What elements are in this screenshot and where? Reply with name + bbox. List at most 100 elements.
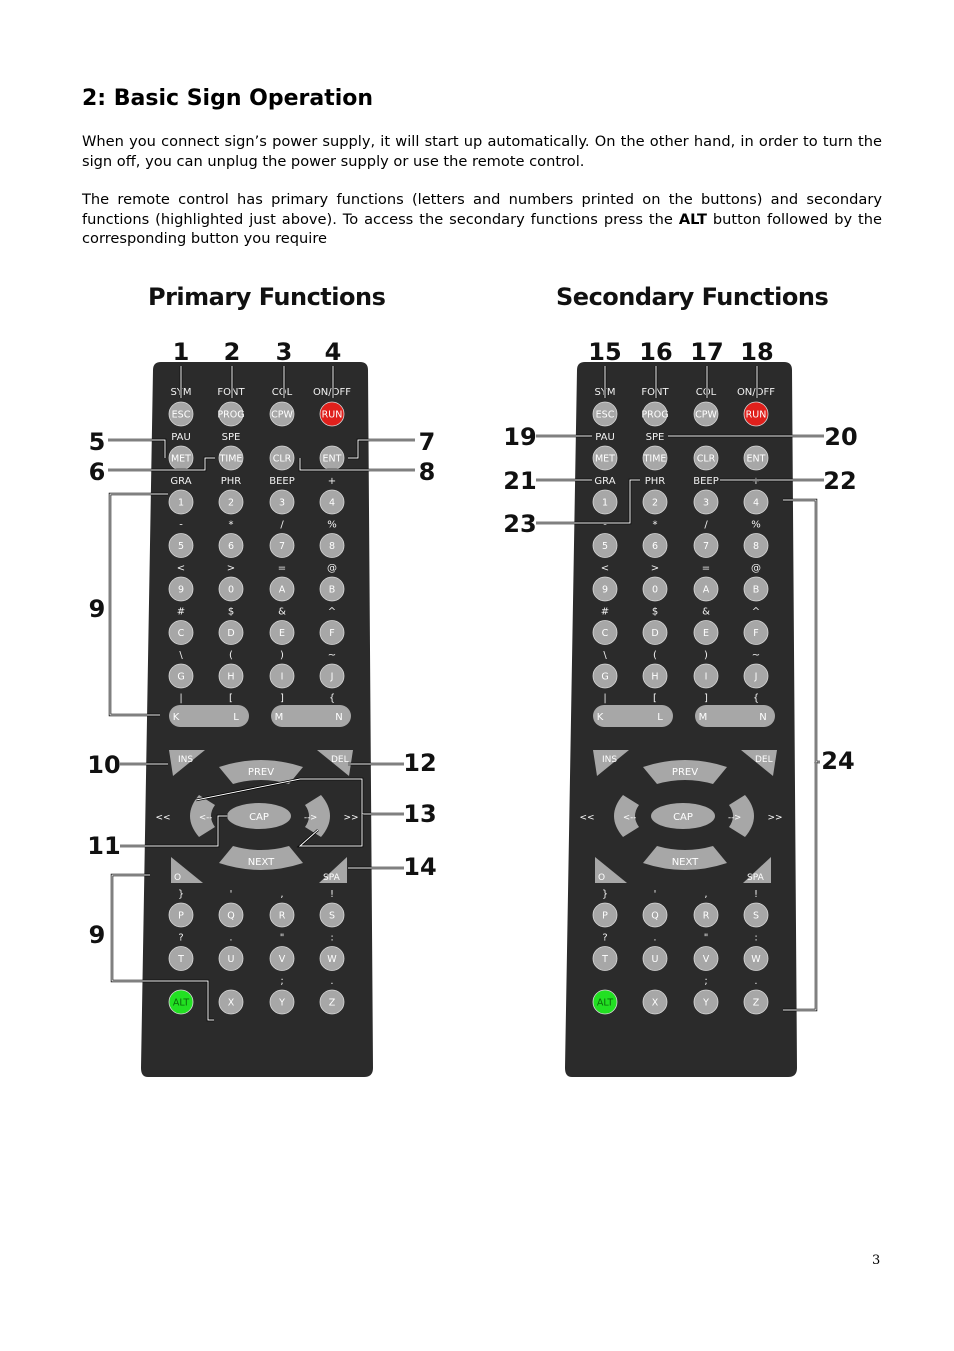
secondary-met-button-text: MET (595, 454, 615, 465)
secondary-label-question: ? (602, 933, 607, 944)
callout-18: 18 (740, 338, 773, 366)
primary-functions-title: Primary Functions (148, 283, 386, 311)
primary-label-quote: ' (230, 889, 233, 900)
secondary-key-alt (592, 989, 618, 1015)
secondary-right-button (729, 795, 754, 837)
secondary-label-lparen: ( (653, 650, 657, 661)
primary-mn-button (271, 705, 351, 727)
secondary-label-lbracket: [ (653, 693, 657, 704)
callout-17: 17 (690, 338, 723, 366)
primary-label-at: @ (327, 563, 337, 574)
primary-label-spe: SPE (222, 432, 241, 443)
callout-10: 10 (87, 751, 120, 779)
secondary-key-i (693, 663, 719, 689)
callout-22: 23 (503, 510, 536, 538)
secondary-key-6-text: 6 (652, 541, 658, 552)
secondary-key-v-text: V (703, 954, 710, 965)
primary-key-alt-text: ALT (173, 998, 189, 1009)
secondary-key-8 (743, 533, 769, 558)
secondary-label-colon: : (754, 933, 757, 944)
primary-key-v (269, 946, 295, 971)
primary-key-n: N (335, 712, 342, 723)
primary-key-5-text: 5 (178, 541, 184, 552)
primary-label-semicolon: ; (280, 976, 283, 987)
primary-key-u-text: U (228, 954, 235, 965)
secondary-key-a (693, 576, 719, 602)
secondary-key-0-text: 0 (652, 585, 658, 596)
primary-key-w (319, 946, 345, 971)
primary-key-r-text: R (279, 911, 286, 922)
primary-cpw-button-text: CPW (271, 410, 293, 421)
primary-remote-body (141, 362, 373, 1077)
primary-key-b (319, 576, 345, 602)
secondary-key-b-text: B (753, 585, 760, 596)
primary-key-x-text: X (228, 998, 235, 1009)
secondary-key-z (743, 989, 769, 1015)
secondary-key-v (693, 946, 719, 971)
secondary-left-button (614, 795, 639, 837)
primary-key-k: K (173, 712, 180, 723)
primary-key-9-text: 9 (178, 585, 184, 596)
callout-line-7-inner (348, 439, 415, 459)
secondary-label-percent: % (751, 520, 761, 531)
secondary-label-dot: . (653, 933, 656, 944)
secondary-key-1-text: 1 (602, 498, 608, 509)
secondary-prev-button (643, 760, 727, 784)
secondary-esc-button (592, 401, 618, 427)
alt-keyword: ALT (678, 210, 707, 228)
secondary-prog-button (642, 401, 668, 427)
secondary-cpw-button-text: CPW (695, 410, 717, 421)
secondary-key-j (743, 663, 769, 689)
primary-spa-button (319, 857, 347, 883)
secondary-ins-button (593, 750, 629, 776)
secondary-key-t (592, 946, 618, 971)
secondary-clr-button (693, 445, 719, 471)
secondary-key-x-text: X (652, 998, 659, 1009)
secondary-key-d (642, 620, 668, 645)
primary-key-1-text: 1 (178, 498, 184, 509)
secondary-key-s (743, 902, 769, 928)
primary-spa-text: SPA (323, 873, 341, 883)
primary-key-2-text: 2 (228, 498, 234, 509)
secondary-clr-button-text: CLR (697, 454, 716, 465)
primary-label-gra: GRA (170, 476, 191, 487)
primary-key-7 (269, 533, 295, 558)
primary-key-b-text: B (329, 585, 336, 596)
secondary-label-caret: ^ (752, 607, 760, 618)
primary-key-f (319, 620, 345, 645)
primary-next-text: NEXT (248, 857, 275, 868)
primary-label-dot: . (330, 976, 333, 987)
remote-paragraph: The remote control has primary functions… (82, 190, 882, 249)
secondary-next-button (643, 846, 727, 870)
primary-key-4 (319, 489, 345, 515)
primary-right-text: --> (304, 813, 317, 823)
secondary-time-button-text: TIME (643, 454, 667, 465)
callout-9: 9 (89, 595, 106, 623)
secondary-label-quote: ' (654, 889, 657, 900)
primary-key-l: L (233, 712, 239, 723)
secondary-key-i-text: I (705, 672, 708, 683)
primary-label-gt: > (227, 563, 235, 574)
primary-label-tilde: ~ (328, 650, 336, 661)
primary-kl-button (169, 705, 249, 727)
primary-key-h (218, 663, 244, 689)
callout-21: 21 (503, 467, 536, 495)
primary-label-col: COL (272, 387, 293, 398)
primary-key-x (218, 989, 244, 1015)
secondary-label-dquote: " (704, 933, 709, 944)
secondary-key-5 (592, 533, 618, 558)
secondary-rewind-label: << (579, 813, 594, 823)
secondary-key-y (693, 989, 719, 1015)
primary-label-star: * (229, 520, 234, 531)
page-number: 3 (872, 1253, 881, 1268)
callout-line-22-inner (536, 479, 640, 524)
secondary-label-minus: - (603, 520, 607, 531)
primary-ins-text: INS (178, 755, 193, 765)
primary-key-j (319, 663, 345, 689)
primary-next-button (219, 846, 303, 870)
secondary-spa-text: SPA (747, 873, 765, 883)
primary-key-d-text: D (227, 628, 234, 639)
primary-key-r (269, 902, 295, 928)
primary-key-g (168, 663, 194, 689)
